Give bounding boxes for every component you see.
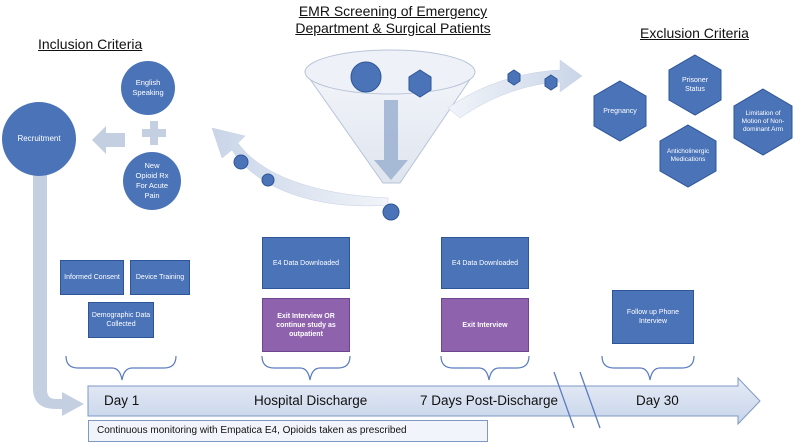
english-speaking-label: English Speaking	[132, 78, 164, 97]
e4-download-box-discharge: E4 Data Downloaded	[262, 237, 350, 289]
curve-circle-2	[261, 173, 275, 187]
hexagon-shape	[593, 80, 647, 142]
inclusion-curve-arrow	[211, 127, 389, 207]
limitation-label: Limitation of Motion of Non-dominant Arm	[741, 110, 785, 133]
timeline-day1: Day 1	[104, 393, 140, 408]
monitoring-bar: Continuous monitoring with Empatica E4, …	[88, 420, 488, 442]
timeline-hospital-discharge: Hospital Discharge	[254, 393, 368, 408]
pregnancy-label: Pregnancy	[603, 107, 637, 115]
exclusion-heading: Exclusion Criteria	[640, 25, 749, 41]
hexagon-shape	[668, 54, 722, 116]
prisoner-status-label: Prisoner Status	[681, 77, 709, 93]
page-title: EMR Screening of Emergency Department & …	[280, 3, 506, 37]
title-line-2: Department & Surgical Patients	[295, 20, 491, 36]
brackets	[65, 355, 695, 381]
funnel-hexagon	[408, 69, 432, 98]
opioid-rx-circle: New Opioid Rx For Acute Pain	[123, 152, 181, 210]
english-speaking-circle: English Speaking	[121, 61, 175, 115]
funnel-down-arrow	[374, 100, 408, 180]
exit-interview-or-continue-box: Exit Interview OR continue study as outp…	[262, 298, 350, 352]
anticholinergic-label: Anticholinergic Medications	[666, 148, 710, 163]
to-recruitment-arrow	[92, 126, 125, 154]
informed-consent-box: Informed Consent	[60, 260, 124, 295]
exclusion-curve-arrow	[447, 59, 583, 119]
curve-hexagon-1	[507, 69, 521, 86]
anticholinergic-hexagon: Anticholinergic Medications	[659, 124, 717, 188]
e4-download-box-post: E4 Data Downloaded	[441, 237, 529, 289]
prisoner-status-hexagon: Prisoner Status	[668, 54, 722, 116]
inclusion-heading: Inclusion Criteria	[38, 36, 143, 52]
timeline-day30: Day 30	[636, 393, 679, 408]
output-circle	[382, 203, 400, 221]
recruitment-label: Recruitment	[17, 134, 61, 143]
hexagon-shape	[733, 88, 793, 156]
limitation-hexagon: Limitation of Motion of Non-dominant Arm	[733, 88, 793, 156]
pregnancy-hexagon: Pregnancy	[593, 80, 647, 142]
curve-hexagon-2	[544, 74, 558, 91]
exit-interview-box: Exit Interview	[441, 298, 529, 352]
curve-circle-1	[233, 154, 249, 170]
timeline-7-days-post: 7 Days Post-Discharge	[420, 393, 559, 408]
timeline-arrow	[87, 376, 761, 426]
device-training-box: Device Training	[130, 260, 190, 295]
demographic-data-box: Demographic Data Collected	[88, 302, 154, 338]
title-line-1: EMR Screening of Emergency	[298, 3, 488, 19]
opioid-rx-label: New Opioid Rx For Acute Pain	[135, 161, 169, 200]
hexagon-shape	[659, 124, 717, 188]
plus-icon	[142, 121, 166, 145]
timeline-breaks	[553, 371, 601, 429]
funnel-circle	[350, 61, 382, 93]
recruitment-path	[33, 172, 84, 416]
follow-up-phone-box: Follow up Phone Interview	[612, 290, 694, 344]
recruitment-circle: Recruitment	[2, 102, 76, 176]
